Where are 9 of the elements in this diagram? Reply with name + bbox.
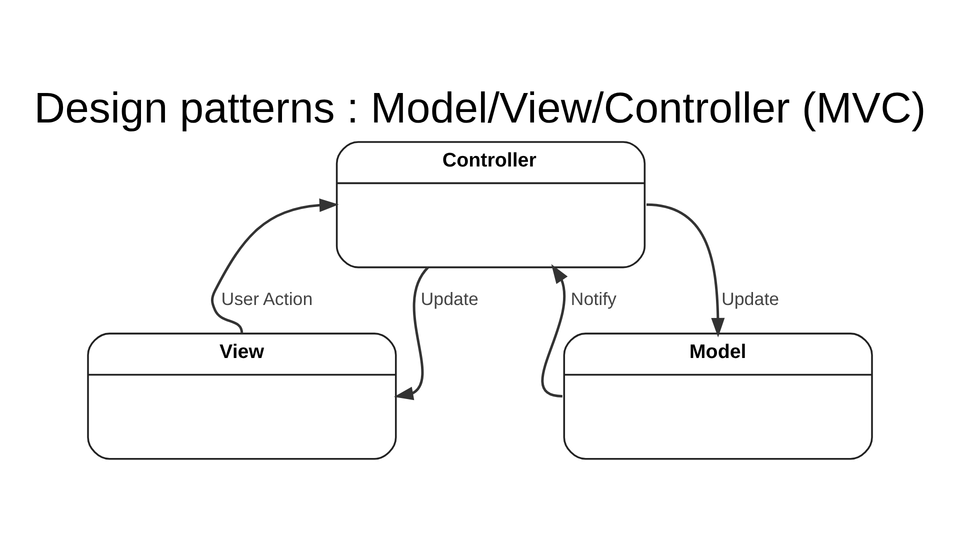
edge-label: Update xyxy=(420,288,478,309)
arrow xyxy=(541,264,568,398)
arrow xyxy=(394,266,430,400)
arrow xyxy=(211,198,339,334)
arrow xyxy=(646,203,725,338)
edge-label: User Action xyxy=(221,288,313,309)
edge-label: Update xyxy=(721,288,780,309)
diagram-title: Design patterns : Model/View/Controller (MVC) xyxy=(34,84,926,133)
edge-label: Notify xyxy=(570,288,617,309)
